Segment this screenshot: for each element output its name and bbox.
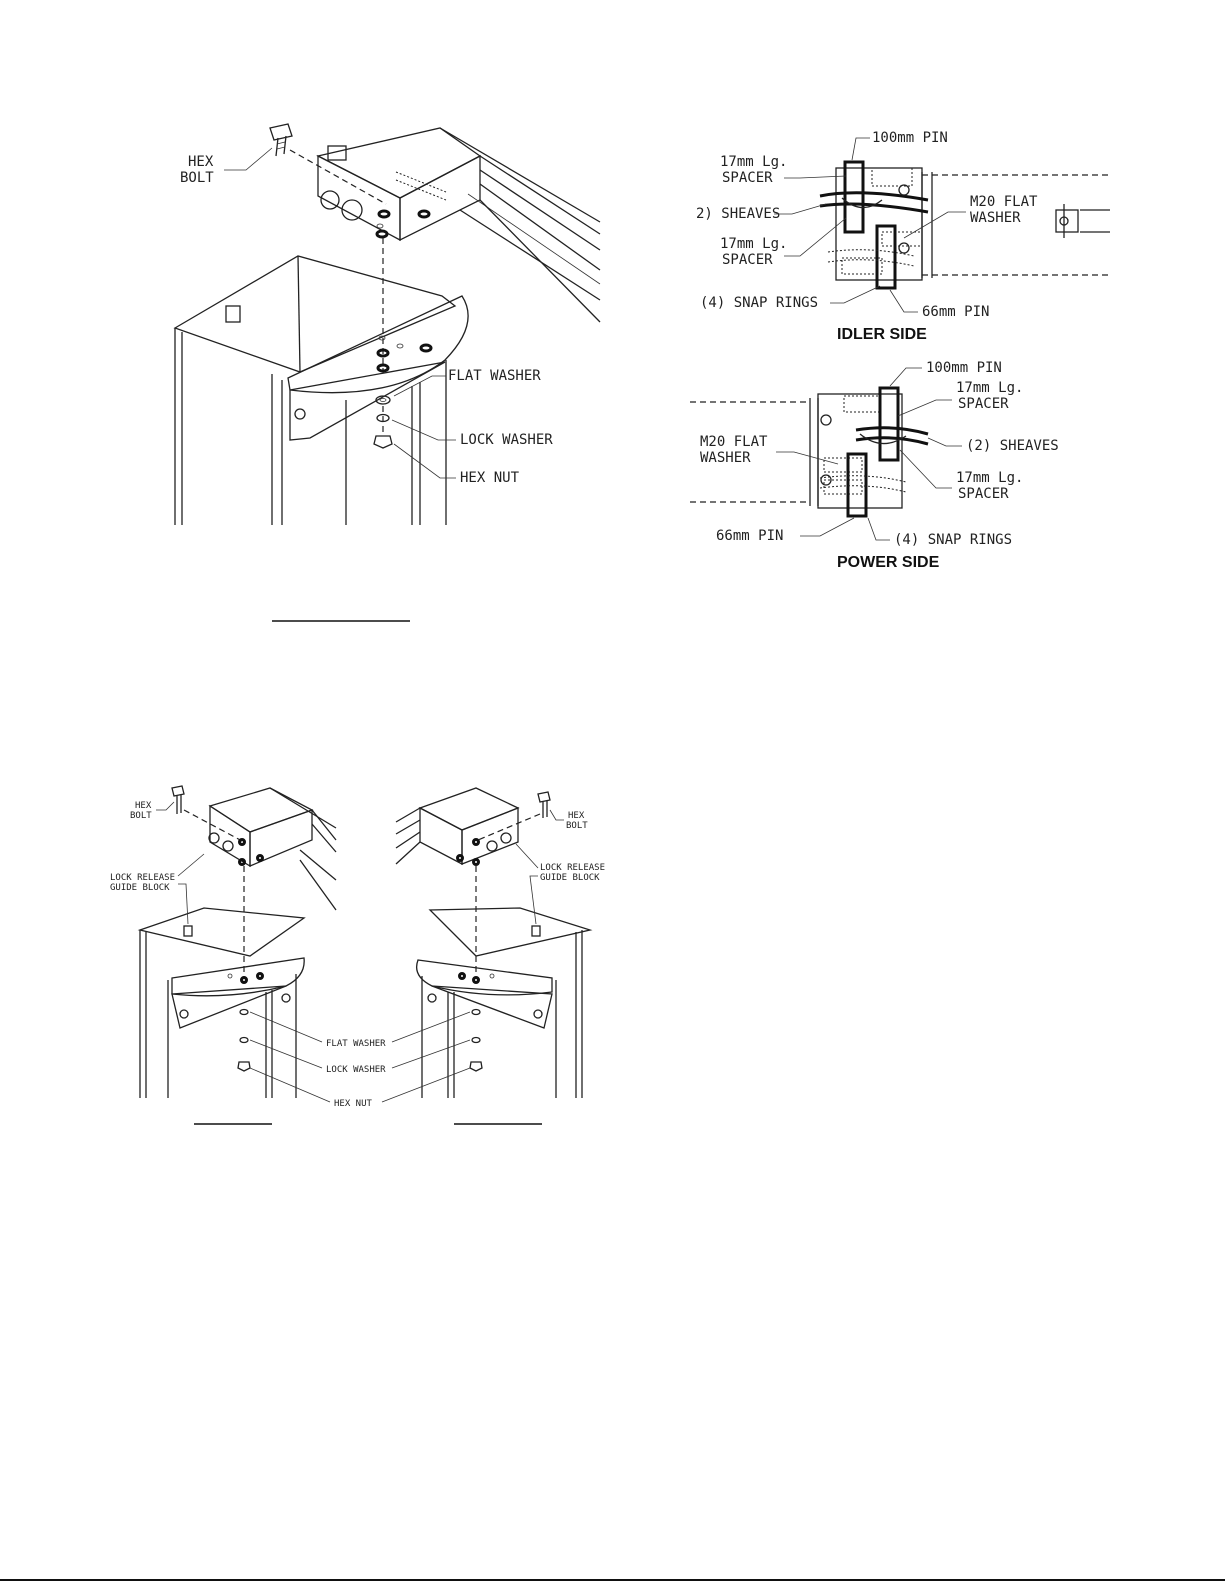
- fig1-lock-washer-label: LOCK WASHER: [460, 432, 553, 448]
- idler-side-title: IDLER SIDE: [837, 326, 927, 343]
- power-snap-rings-label: (4) SNAP RINGS: [894, 532, 1012, 548]
- fig-left-right-columns: HEX BOLT LOCK RELEASE GUIDE BLOCK: [100, 780, 640, 1140]
- fig1-flat-washer-label: FLAT WASHER: [448, 368, 541, 384]
- power-side-title: POWER SIDE: [837, 554, 940, 571]
- power-spacer-top-label-2: SPACER: [958, 396, 1009, 412]
- idler-sheaves-label: 2) SHEAVES: [696, 206, 780, 222]
- power-pin-66-label: 66mm PIN: [716, 528, 783, 544]
- idler-spacer-top-label-1: 17mm Lg.: [720, 154, 787, 170]
- fig-sheave-details: 100mm PIN 17mm Lg. SPACER 2) SHEAVES 17m…: [660, 120, 1120, 580]
- power-m20-label-1: M20 FLAT: [700, 434, 768, 450]
- power-spacer-top-label-1: 17mm Lg.: [956, 380, 1023, 396]
- idler-spacer-top-label-2: SPACER: [722, 170, 773, 186]
- fig3-flat-washer-label: FLAT WASHER: [326, 1039, 386, 1049]
- fig3-right-hex-label-2: BOLT: [566, 821, 588, 831]
- fig1-hex-bolt-label-2: BOLT: [180, 170, 214, 186]
- fig3-hex-nut-label: HEX NUT: [334, 1099, 373, 1109]
- right-hex-bolt-icon: [537, 791, 551, 818]
- fig3-right-guide-label-2: GUIDE BLOCK: [540, 873, 600, 883]
- power-spacer-bot-label-2: SPACER: [958, 486, 1009, 502]
- fig3-left-hex-label-2: BOLT: [130, 811, 152, 821]
- fastener-stack: [373, 395, 393, 449]
- page-bottom-rule: [0, 1579, 1225, 1581]
- fig3-lock-washer-label: LOCK WASHER: [326, 1065, 386, 1075]
- fig2-drawing: 100mm PIN 17mm Lg. SPACER 2) SHEAVES 17m…: [690, 130, 1110, 571]
- fig1-hex-bolt-label-1: HEX: [188, 154, 214, 170]
- left-hex-bolt-icon: [171, 785, 185, 814]
- fig3-left-guide-label-1: LOCK RELEASE: [110, 873, 175, 883]
- left-column-assembly: [137, 785, 337, 1098]
- hex-bolt-icon: [269, 123, 293, 157]
- fig1-drawing: HEX BOLT: [173, 123, 601, 622]
- fig1-hex-nut-label: HEX NUT: [460, 470, 520, 486]
- fig-column-bolt-assembly: HEX BOLT: [150, 110, 620, 630]
- power-pin-100-label: 100mm PIN: [926, 360, 1002, 376]
- fig3-left-hex-label-1: HEX: [135, 801, 152, 811]
- idler-snap-rings-label: (4) SNAP RINGS: [700, 295, 818, 311]
- idler-m20-label-1: M20 FLAT: [970, 194, 1038, 210]
- idler-m20-label-2: WASHER: [970, 210, 1021, 226]
- power-sheaves-label: (2) SHEAVES: [966, 438, 1059, 454]
- fig3-right-hex-label-1: HEX: [568, 811, 585, 821]
- header-box: [316, 127, 601, 323]
- fig3-left-guide-label-2: GUIDE BLOCK: [110, 883, 170, 893]
- idler-spacer-bot-label-2: SPACER: [722, 252, 773, 268]
- right-column-assembly: [395, 787, 593, 1098]
- idler-side-drawing: [819, 160, 1110, 290]
- fig3-drawing: HEX BOLT LOCK RELEASE GUIDE BLOCK: [110, 785, 605, 1125]
- idler-pin-66-label: 66mm PIN: [922, 304, 989, 320]
- power-m20-label-2: WASHER: [700, 450, 751, 466]
- power-side-drawing: [690, 386, 929, 518]
- idler-spacer-bot-label-1: 17mm Lg.: [720, 236, 787, 252]
- column: [173, 255, 469, 525]
- power-spacer-bot-label-1: 17mm Lg.: [956, 470, 1023, 486]
- fig3-right-guide-label-1: LOCK RELEASE: [540, 863, 605, 873]
- idler-pin-100-label: 100mm PIN: [872, 130, 948, 146]
